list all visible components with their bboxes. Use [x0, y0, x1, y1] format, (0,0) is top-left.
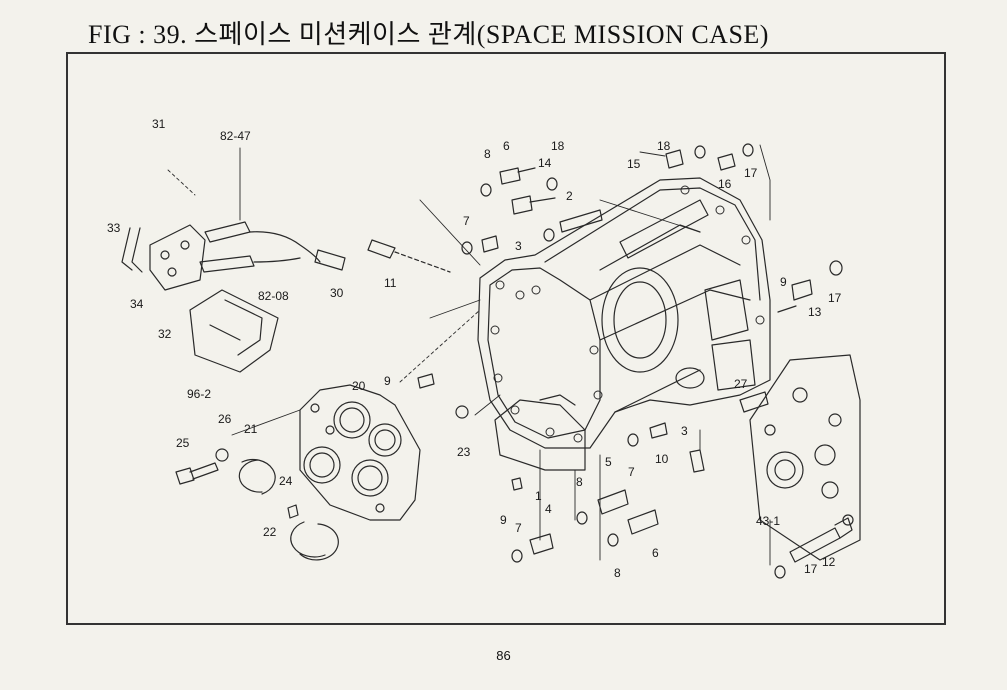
callout-label: 15 [627, 157, 641, 171]
snap-rings [238, 458, 339, 561]
callout-label: 82-08 [258, 289, 289, 303]
callout-label: 9 [780, 275, 787, 289]
callout-label: 96-2 [187, 387, 212, 401]
callout-label: 12 [822, 555, 836, 569]
wire-harness [199, 221, 451, 273]
mission-case-body [477, 177, 771, 449]
callout-label: 2 [566, 189, 573, 203]
right-bolts [739, 260, 843, 413]
callout-label: 7 [515, 521, 522, 535]
callout-label: 11 [384, 276, 397, 290]
callout-label: 17 [804, 562, 818, 576]
lower-plate [494, 394, 586, 471]
callout-label: 32 [158, 327, 172, 341]
callout-label: 21 [244, 422, 258, 436]
callout-label: 22 [263, 525, 277, 539]
callout-label: 23 [457, 445, 471, 459]
callout-label: 16 [718, 177, 732, 191]
leader-lines [167, 144, 771, 566]
callout-label: 20 [352, 379, 366, 393]
callout-label: 17 [744, 166, 758, 180]
callout-label: 34 [130, 297, 144, 311]
callout-label: 3 [681, 424, 688, 438]
callout-label: 18 [657, 139, 671, 153]
callout-label: 1 [535, 489, 542, 503]
callout-label: 27 [734, 377, 748, 391]
top-bolts [461, 143, 754, 255]
callout-label: 25 [176, 436, 190, 450]
cover-plate-20 [299, 384, 421, 521]
callout-label: 17 [828, 291, 842, 305]
lever-bracket [121, 224, 206, 291]
callout-label: 24 [279, 474, 293, 488]
plate-96-2 [189, 289, 279, 373]
callout-label: 8 [614, 566, 621, 580]
callout-label: 6 [652, 546, 659, 560]
callout-label: 7 [463, 214, 470, 228]
callout-label: 33 [107, 221, 121, 235]
callout-label: 3 [515, 239, 522, 253]
callout-label: 5 [605, 455, 612, 469]
callout-label: 4 [545, 502, 552, 516]
callout-label: 31 [152, 117, 166, 131]
callout-label: 6 [503, 139, 510, 153]
figure-title: FIG : 39. 스페이스 미션케이스 관계(SPACE MISSION CA… [88, 20, 769, 49]
callout-label: 14 [538, 156, 552, 170]
back-plate-43-1 [749, 354, 861, 561]
callout-label: 10 [655, 452, 669, 466]
page-number: 86 [496, 648, 511, 663]
bolt-25 [175, 448, 229, 485]
callout-label: 26 [218, 412, 232, 426]
lower-bolts [287, 373, 705, 563]
callout-label: 7 [628, 465, 635, 479]
diagram-frame [66, 52, 946, 625]
callout-label: 8 [484, 147, 491, 161]
callout-label: 9 [384, 374, 391, 388]
case-bolt-holes [490, 185, 765, 443]
long-bolt-12 [774, 517, 853, 579]
callout-label: 9 [500, 513, 507, 527]
callout-label: 18 [551, 139, 565, 153]
callout-label: 8 [576, 475, 583, 489]
callout-label: 43-1 [756, 514, 781, 528]
callout-label: 82-47 [220, 129, 251, 143]
callout-label: 30 [330, 286, 344, 300]
callout-label: 13 [808, 305, 822, 319]
